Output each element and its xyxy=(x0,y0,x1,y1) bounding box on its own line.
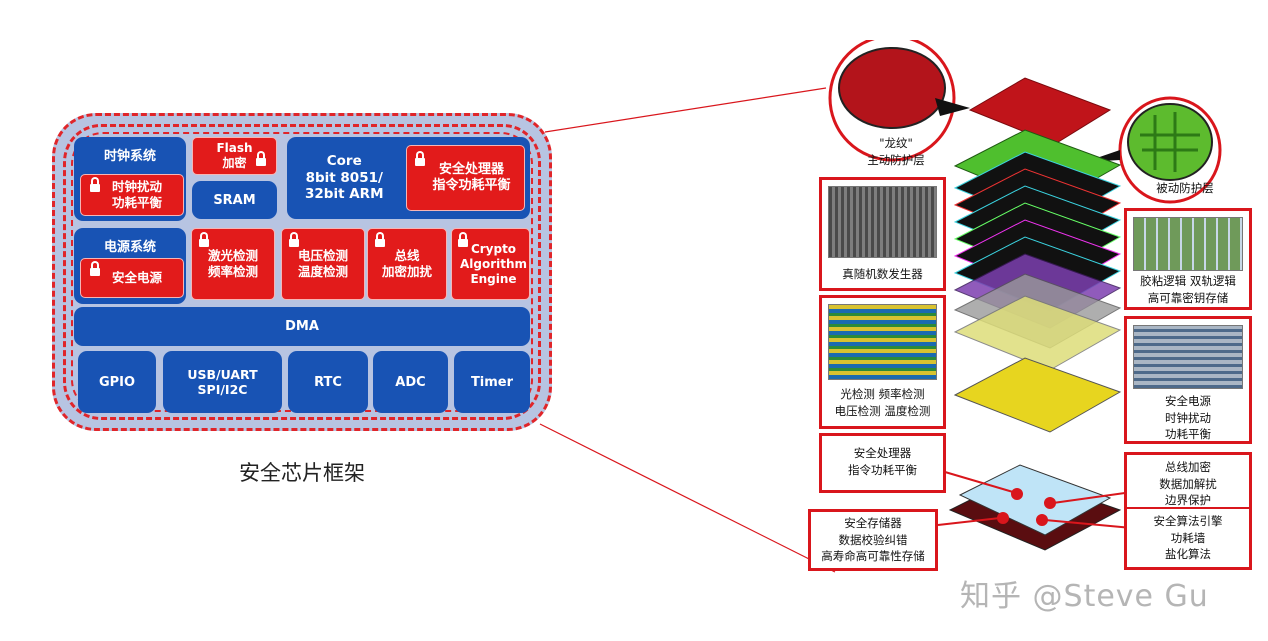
power-secure-box: 安全电源 xyxy=(80,258,184,298)
active-shield-layer xyxy=(968,77,1112,145)
crypto-engine-block: Crypto Algorithm Engine xyxy=(451,228,530,300)
glue-logic-box: 胶粘逻辑 双轨逻辑 高可靠密钥存储 xyxy=(1124,208,1252,310)
secure-processor-caption: 安全处理器 指令功耗平衡 xyxy=(848,446,917,477)
lock-icon xyxy=(90,261,100,276)
glue-logic-caption: 胶粘逻辑 双轨逻辑 高可靠密钥存储 xyxy=(1140,274,1236,305)
upper-connector-line xyxy=(544,87,827,133)
power-secure-label: 安全电源 xyxy=(111,270,162,286)
peripheral-label: GPIO xyxy=(98,374,136,390)
trng-caption: 真随机数发生器 xyxy=(842,267,923,281)
secure-power-box: 安全电源 时钟扰动 功耗平衡 xyxy=(1124,316,1252,444)
lock-icon xyxy=(90,177,100,192)
lock-icon xyxy=(289,232,299,247)
core-label: Core 8bit 8051/ 32bit ARM xyxy=(305,152,384,203)
lock-icon xyxy=(375,232,385,247)
peripheral-rtc: RTC xyxy=(288,351,368,413)
laser-detect-label: 激光检测 频率检测 xyxy=(207,248,258,279)
framework-caption: 安全芯片框架 xyxy=(239,461,365,485)
peripheral-timer: Timer xyxy=(454,351,530,413)
watermark: 知乎 @Steve Gu xyxy=(960,579,1209,614)
diffusion-layer xyxy=(953,295,1122,371)
lock-icon xyxy=(199,232,209,247)
flash-block: Flash 加密 xyxy=(192,137,277,175)
secure-processor-box: 安全处理器 指令功耗平衡 xyxy=(819,433,946,493)
peripheral-label: RTC xyxy=(314,374,342,390)
package-die xyxy=(958,464,1112,536)
active-shield-magnifier xyxy=(828,40,970,162)
package-arrows xyxy=(937,471,1133,529)
lock-icon xyxy=(458,232,468,247)
lower-connector-line xyxy=(539,423,836,573)
secure-algo-caption: 安全算法引擎 功耗墙 盐化算法 xyxy=(1153,514,1223,562)
detectors-caption: 光检测 频率检测 电压检测 温度检测 xyxy=(834,387,931,418)
peripheral-label: USB/UART SPI/I2C xyxy=(187,367,258,397)
dma-label: DMA xyxy=(285,319,319,334)
sram-label: SRAM xyxy=(213,192,256,208)
bus-encrypt-box: 总线加密 数据加解扰 边界保护 xyxy=(1124,452,1252,510)
voltage-detect-label: 电压检测 温度检测 xyxy=(297,248,348,279)
flash-label: Flash 加密 xyxy=(216,141,253,170)
peripheral-label: Timer xyxy=(470,374,514,390)
voltage-detect-block: 电压检测 温度检测 xyxy=(281,228,365,300)
bus-encrypt-caption: 总线加密 数据加解扰 边界保护 xyxy=(1159,460,1217,508)
chip-layer-stack xyxy=(828,40,1222,551)
lock-icon xyxy=(415,151,425,166)
secure-storage-caption: 安全存储器 数据校验纠错 高寿命高可靠性存储 xyxy=(821,516,925,564)
peripheral-adc: ADC xyxy=(373,351,448,413)
dma-bar: DMA xyxy=(74,307,530,346)
clock-system-title: 时钟系统 xyxy=(103,149,156,164)
substrate-layer xyxy=(953,357,1122,433)
secure-power-die-image xyxy=(1133,325,1243,389)
bus-encrypt-block: 总线 加密加扰 xyxy=(367,228,447,300)
trng-box: 真随机数发生器 xyxy=(819,177,946,291)
passive-shield-caption: 被动防护层 xyxy=(1156,181,1214,195)
sram-block: SRAM xyxy=(192,181,277,219)
passive-shield-magnifier xyxy=(1085,96,1222,204)
crypto-engine-label: Crypto Algorithm Engine xyxy=(459,241,528,286)
detectors-die-image xyxy=(828,304,937,380)
laser-detect-block: 激光检测 频率检测 xyxy=(191,228,275,300)
peripheral-label: ADC xyxy=(395,374,426,390)
secure-power-caption: 安全电源 时钟扰动 功耗平衡 xyxy=(1165,394,1211,442)
lock-icon xyxy=(256,151,266,166)
bus-encrypt-label: 总线 加密加扰 xyxy=(381,248,432,279)
clock-secure-box: 时钟扰动 功耗平衡 xyxy=(80,174,184,216)
power-system-title: 电源系统 xyxy=(103,240,156,255)
peripheral-gpio: GPIO xyxy=(78,351,156,413)
secure-algo-box: 安全算法引擎 功耗墙 盐化算法 xyxy=(1124,509,1252,570)
active-shield-caption: "龙纹" 主动防护层 xyxy=(867,136,925,167)
core-secure-label: 安全处理器 指令功耗平衡 xyxy=(432,161,511,193)
trng-die-image xyxy=(828,186,937,258)
glue-logic-die-image xyxy=(1133,217,1243,271)
core-secure-box: 安全处理器 指令功耗平衡 xyxy=(406,145,525,211)
secure-storage-box: 安全存储器 数据校验纠错 高寿命高可靠性存储 xyxy=(808,509,938,571)
peripheral-usb-uart: USB/UART SPI/I2C xyxy=(163,351,282,413)
detectors-box: 光检测 频率检测 电压检测 温度检测 xyxy=(819,295,946,429)
clock-secure-label: 时钟扰动 功耗平衡 xyxy=(111,179,162,210)
